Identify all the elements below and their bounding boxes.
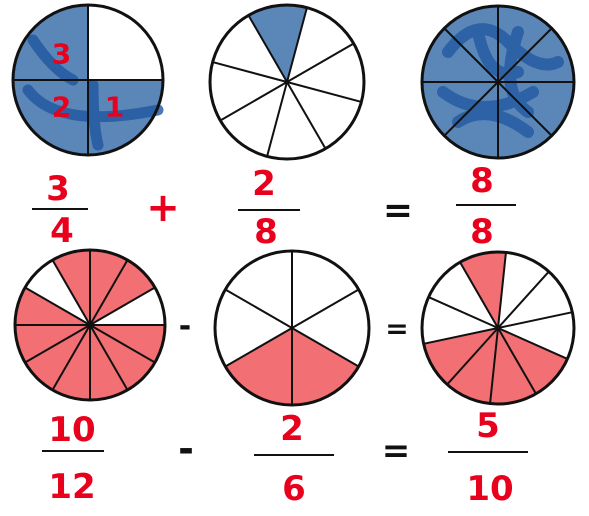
operator-equals-circles: =: [385, 312, 408, 345]
divider-line: [247, 14, 288, 83]
denominator-3-4: 4: [50, 211, 74, 251]
divider-line: [497, 252, 507, 329]
shaded-sector: [90, 325, 165, 363]
shaded-sector: [90, 250, 128, 325]
divider-line: [489, 327, 499, 404]
denominator-8-8: 8: [470, 212, 494, 252]
numerator-2-8: 2: [252, 164, 276, 204]
divider-line: [51, 324, 91, 391]
denominator-2-6: 6: [282, 469, 306, 509]
divider-line: [224, 327, 293, 368]
divider-line: [497, 327, 537, 395]
operator-equals: =: [383, 190, 413, 231]
divider-line: [24, 286, 91, 326]
circle-outline: [420, 250, 576, 406]
shaded-sector: [25, 325, 90, 390]
divider-line: [428, 296, 499, 329]
divider-line: [443, 81, 499, 137]
shaded-sector: [423, 328, 498, 385]
shaded-sector: [225, 328, 292, 405]
divider-line: [89, 324, 129, 391]
divider-line: [266, 81, 288, 157]
circle-outline: [213, 249, 371, 407]
divider-line: [497, 311, 573, 329]
operator-equals-bottom: =: [382, 431, 411, 471]
divider-line: [286, 81, 362, 103]
divider-line: [89, 324, 156, 364]
numerator-5-10: 5: [476, 406, 500, 446]
shaded-sector: [90, 325, 128, 400]
divider-line: [286, 81, 327, 150]
shaded-sector: [90, 325, 155, 390]
shading-scribble: [22, 34, 164, 151]
divider-line: [51, 259, 91, 326]
operator-minus-circles: -: [179, 309, 191, 344]
shaded-sector: [90, 260, 155, 325]
shaded-sector: [248, 5, 307, 83]
shaded-sector: [15, 287, 90, 325]
circle-outline: [13, 248, 167, 402]
shaded-sector: [422, 28, 498, 82]
fraction-circle-2-3: [420, 250, 576, 406]
numerator-3-4: 3: [46, 169, 70, 209]
fraction-circle-1-2: [208, 3, 366, 161]
fraction-circle-2-1: [13, 248, 167, 402]
circle-outline: [208, 3, 366, 161]
denominator-2-8: 8: [254, 212, 278, 252]
denominator-5-10: 10: [466, 469, 513, 509]
divider-line: [446, 327, 499, 386]
operator-minus: -: [178, 427, 194, 471]
divider-line: [89, 259, 129, 326]
piece-label: 3: [52, 37, 71, 70]
divider-line: [497, 327, 568, 360]
fraction-circles: 1 2 3: [11, 3, 576, 407]
fraction-circle-1-3: [420, 4, 576, 160]
shading-scribble: [437, 23, 564, 138]
divider-line: [497, 81, 553, 137]
divider-line: [89, 286, 156, 326]
divider-line: [423, 327, 499, 345]
piece-label: 2: [52, 91, 71, 124]
fraction-circle-2-2: [213, 249, 371, 407]
shaded-sector: [52, 250, 90, 325]
circle-outline: [11, 3, 165, 157]
divider-line: [291, 327, 360, 368]
divider-line: [24, 324, 91, 364]
shaded-sector: [292, 328, 359, 405]
numerator-10-12: 10: [48, 410, 95, 450]
fraction-row-1: 3 4 + 2 8 = 8 8: [32, 161, 516, 252]
numerator-2-6: 2: [280, 409, 304, 449]
shaded-sector: [13, 5, 88, 80]
shaded-sector: [490, 328, 536, 404]
divider-line: [497, 270, 550, 329]
divider-line: [286, 42, 355, 83]
divider-line: [459, 261, 499, 329]
divider-line: [224, 288, 293, 329]
divider-line: [286, 7, 308, 83]
shaded-sector: [498, 328, 568, 394]
fraction-circle-1-1: 1 2 3: [11, 3, 165, 157]
divider-line: [219, 81, 288, 122]
divider-line: [443, 27, 499, 83]
piece-label: 1: [105, 91, 124, 124]
denominator-10-12: 12: [48, 467, 95, 507]
divider-line: [497, 27, 553, 83]
shaded-sector: [52, 325, 90, 400]
shaded-sector: [460, 252, 506, 328]
operator-plus: +: [146, 185, 180, 231]
divider-line: [291, 288, 360, 329]
divider-line: [212, 61, 288, 83]
circle-outline: [420, 4, 576, 160]
numerator-8-8: 8: [470, 161, 494, 201]
fraction-row-2: 10 12 - 2 6 = 5 10: [42, 406, 528, 509]
shaded-sector: [15, 325, 90, 363]
shaded-sector: [447, 328, 498, 404]
